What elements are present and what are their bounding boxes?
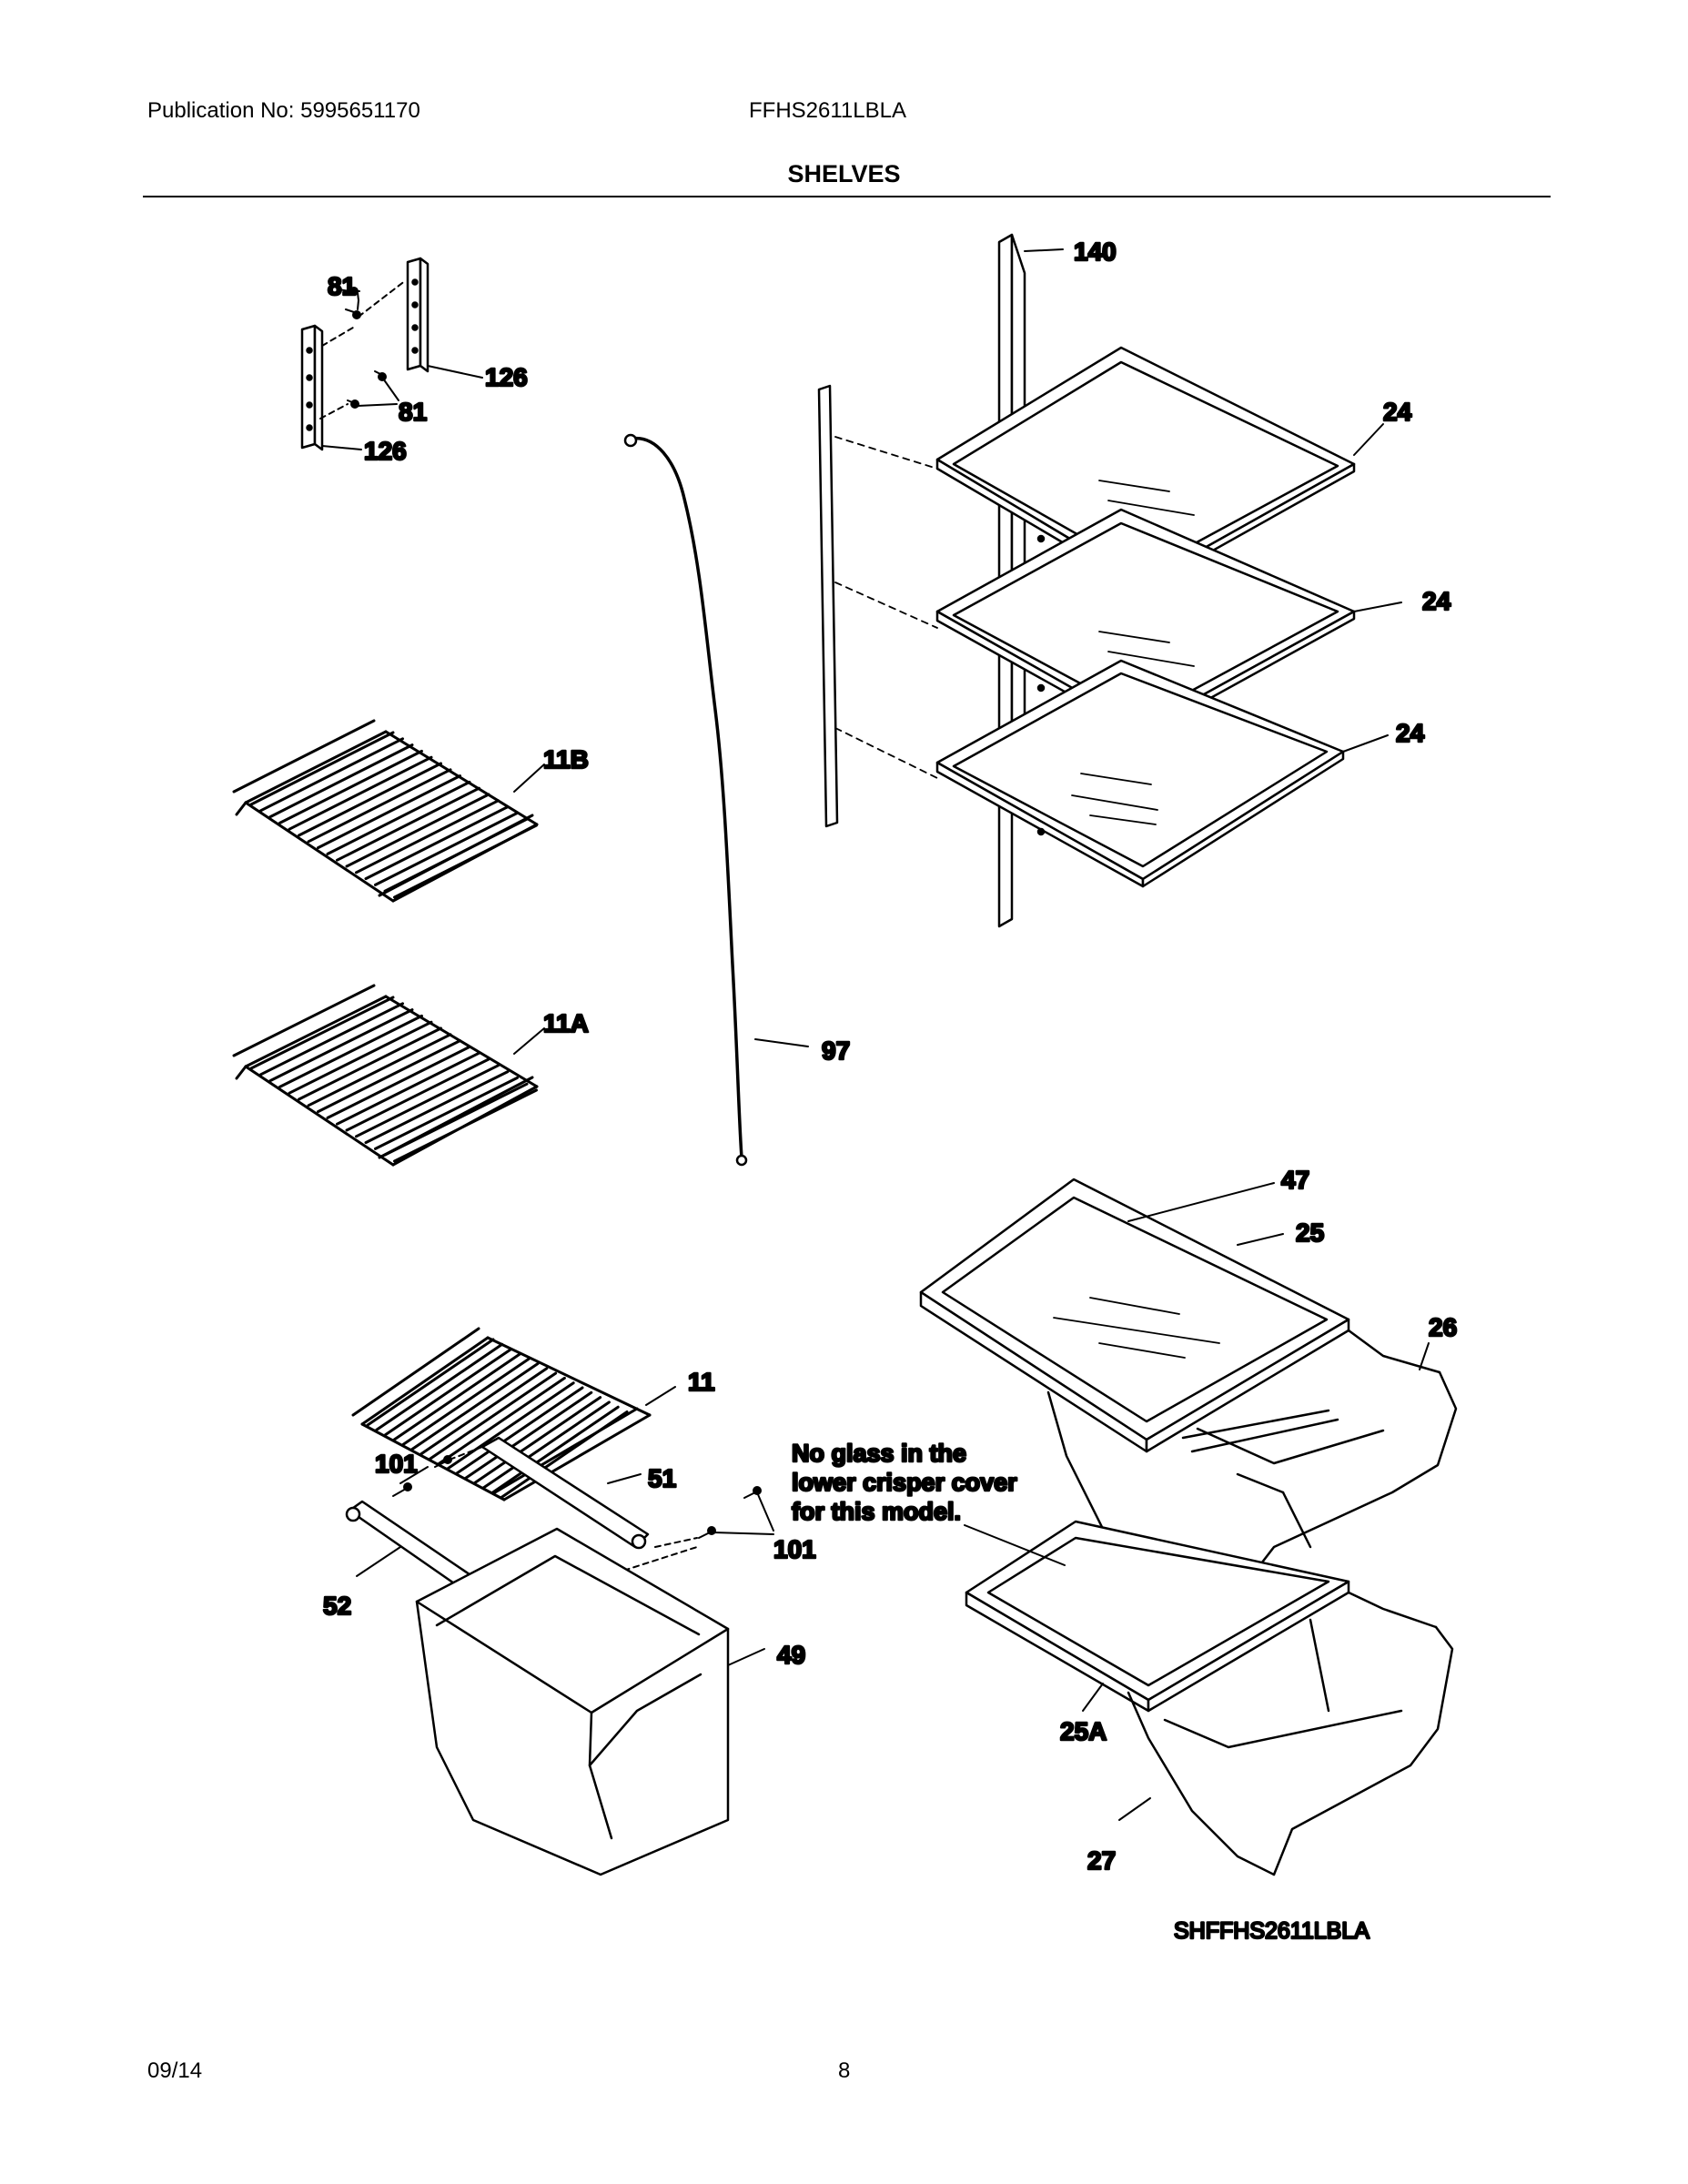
note-line-2: lower crisper cover <box>792 1469 1017 1496</box>
wire-rod <box>317 1039 461 1114</box>
slide-rail-51 <box>480 1436 650 1550</box>
screw-81-set <box>319 279 407 420</box>
glass-shelf-24-bottom <box>935 659 1345 888</box>
leader-lines-24 <box>1342 423 1402 753</box>
callout-49: 49 <box>777 1641 805 1669</box>
wire-shelf-11B <box>232 719 539 903</box>
wire-rod <box>307 1033 452 1107</box>
wire-rod <box>383 1082 529 1157</box>
wire-rod <box>326 780 471 855</box>
shelf-bracket-126-upper <box>406 257 430 373</box>
note-line-3: for this model. <box>792 1498 961 1525</box>
wire-rod <box>278 1014 423 1088</box>
wire-rod <box>393 1088 538 1163</box>
header-divider <box>143 196 1551 197</box>
callout-81-lower: 81 <box>399 398 427 426</box>
callout-25: 25 <box>1296 1218 1324 1247</box>
leader-lines-11B-11A <box>513 763 545 1055</box>
callout-11A: 11A <box>543 1009 589 1037</box>
diagram-code: SHFFHS2611LBLA <box>1174 1918 1370 1944</box>
side-trim-strip <box>817 384 938 828</box>
wire-rod <box>393 824 538 899</box>
callout-47: 47 <box>1281 1166 1309 1194</box>
wire-rod <box>429 1371 558 1461</box>
wire-rod <box>384 1348 513 1437</box>
callout-140: 140 <box>1074 238 1117 266</box>
wire-rod <box>268 1008 414 1083</box>
wire-rod <box>481 1400 611 1490</box>
wire-rod <box>268 743 414 819</box>
wire-rod <box>249 996 395 1070</box>
crisper-pan-49 <box>415 1527 765 1876</box>
wire-rod <box>336 786 480 862</box>
callout-126-upper: 126 <box>485 363 528 391</box>
wire-rod <box>259 1002 404 1077</box>
wire-rod <box>364 1070 510 1145</box>
callout-24-bottom: 24 <box>1396 719 1425 747</box>
wire-rod <box>336 1051 480 1126</box>
wire-rod <box>355 799 500 875</box>
wire-rod <box>464 1390 593 1480</box>
wire-rod <box>326 1045 471 1119</box>
wire-rod <box>419 1367 549 1456</box>
wire-rod <box>383 817 529 893</box>
callout-11B: 11B <box>543 745 589 774</box>
wire-rod <box>375 1342 504 1431</box>
note-line-1: No glass in the <box>792 1440 966 1467</box>
leader-lines-81-126 <box>321 290 483 450</box>
leader-lines-47-25 <box>1127 1182 1284 1246</box>
wire-rod <box>317 774 461 850</box>
wire-rod <box>249 731 395 806</box>
callout-26: 26 <box>1429 1313 1457 1341</box>
wire-rod <box>298 762 442 837</box>
wire-rod <box>259 737 404 813</box>
wire-rod <box>410 1362 540 1451</box>
wire-rod <box>392 1352 521 1441</box>
callout-52: 52 <box>323 1592 351 1620</box>
callout-101-right: 101 <box>773 1535 816 1563</box>
callout-101-left: 101 <box>375 1450 418 1478</box>
callout-27: 27 <box>1087 1846 1116 1875</box>
wire-rod <box>446 1381 575 1471</box>
callout-51: 51 <box>648 1464 676 1492</box>
wire-rod <box>374 1076 519 1150</box>
callout-97: 97 <box>822 1036 850 1065</box>
callout-25A: 25A <box>1060 1717 1107 1745</box>
wire-rod <box>455 1386 584 1475</box>
wire-rod <box>364 805 510 881</box>
wire-rod <box>307 768 452 844</box>
wire-rod <box>288 1020 433 1095</box>
wire-rod <box>437 1376 566 1465</box>
callout-126-lower: 126 <box>364 437 407 465</box>
footer-date: 09/14 <box>147 2058 203 2083</box>
callout-11: 11 <box>688 1368 715 1396</box>
wire-rod <box>366 1338 495 1427</box>
wire-rod <box>298 1026 442 1101</box>
callout-81-upper: 81 <box>328 272 356 300</box>
wire-rod <box>401 1357 531 1446</box>
wire-rod <box>345 793 490 868</box>
crisper-cover-25A <box>964 1520 1350 1713</box>
callout-24-top: 24 <box>1383 398 1412 426</box>
publication-number: Publication No: 5995651170 <box>147 98 420 123</box>
crisper-cover-25 <box>919 1178 1350 1453</box>
model-number: FFHS2611LBLA <box>749 98 906 123</box>
footer-page-number: 8 <box>838 2058 851 2083</box>
wire-rod <box>278 749 423 824</box>
wire-rod <box>355 1064 500 1138</box>
wire-rod <box>490 1405 620 1494</box>
wire-rod <box>473 1396 602 1485</box>
wire-rod <box>345 1057 490 1132</box>
crisper-drawer-27 <box>1082 1591 1454 1876</box>
seal-strip-97 <box>623 433 809 1167</box>
wire-rod <box>500 1410 629 1499</box>
wire-shelf-11 <box>351 1327 676 1502</box>
wire-rod <box>288 755 433 831</box>
wire-rod <box>374 811 519 886</box>
shelf-bracket-126-lower <box>300 324 324 451</box>
page-title: SHELVES <box>787 160 901 187</box>
callout-24-middle: 24 <box>1422 587 1451 615</box>
wire-shelf-11A <box>232 984 539 1167</box>
